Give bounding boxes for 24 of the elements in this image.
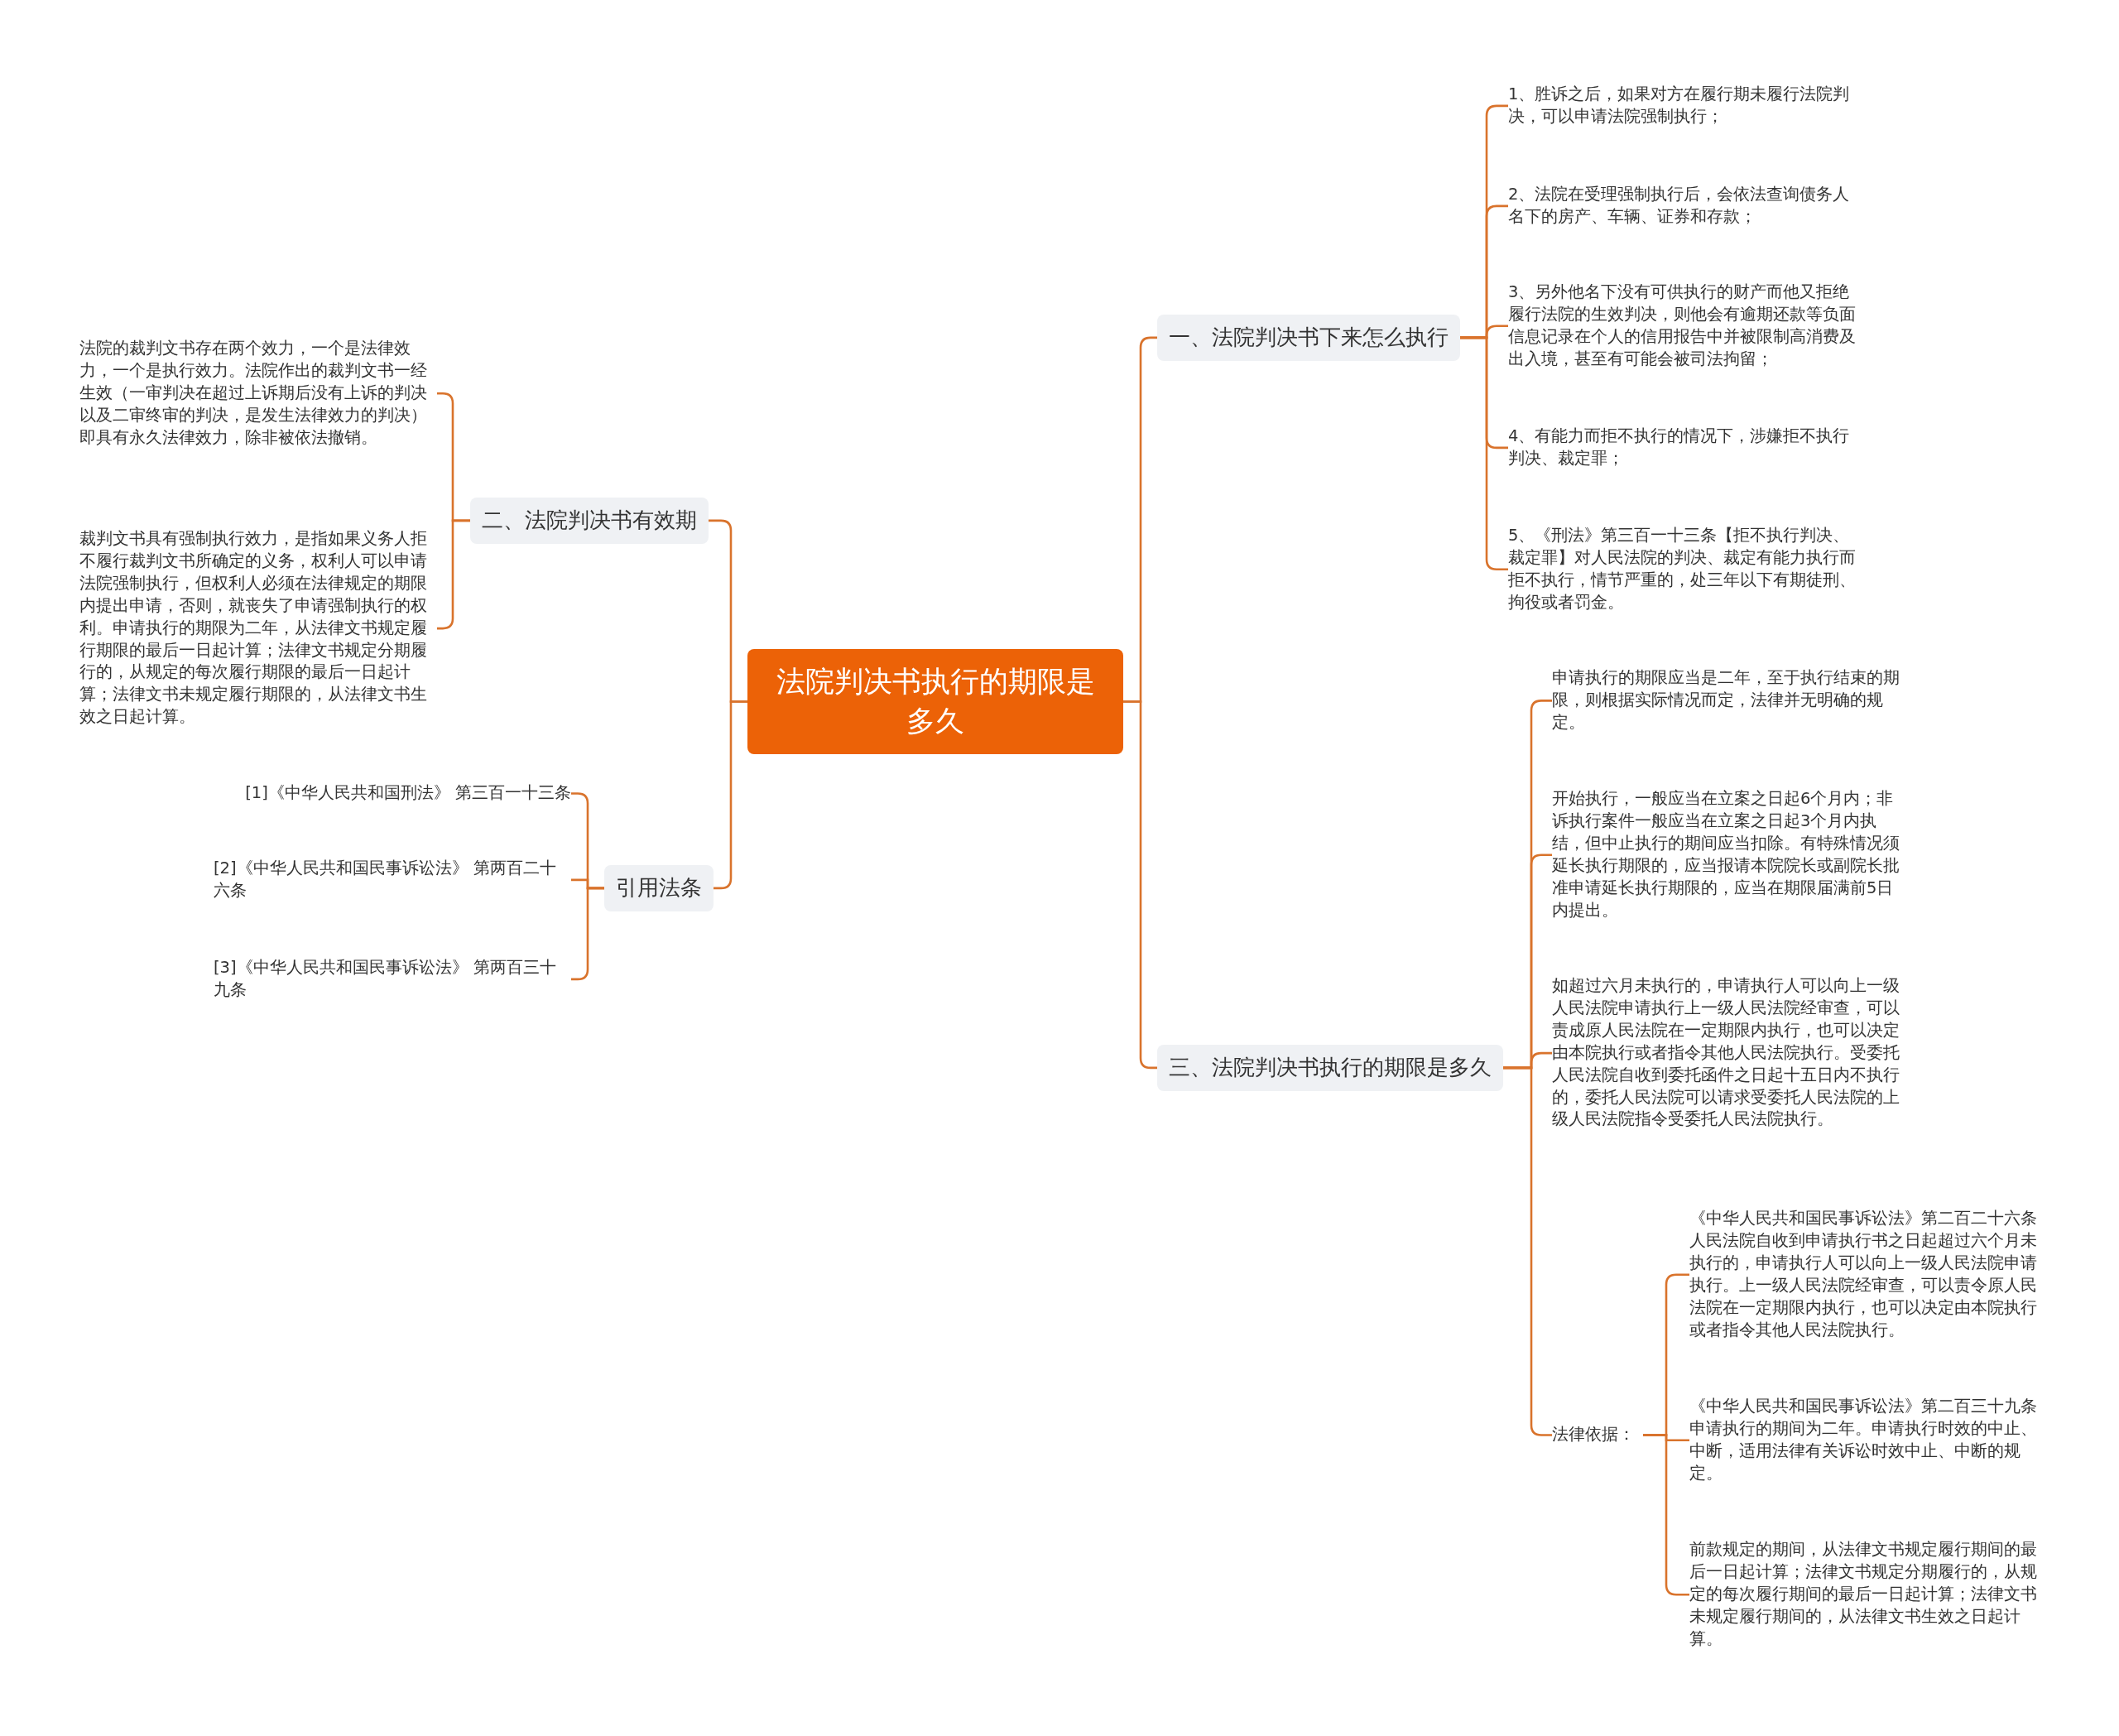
- leaf-text: [1]《中华人民共和国刑法》 第三百一十三条: [207, 782, 571, 805]
- leaf-text: 2、法院在受理强制执行后，会依法查询债务人名下的房产、车辆、证券和存款；: [1508, 184, 1860, 228]
- leaf-text: 申请执行的期限应当是二年，至于执行结束的期限，则根据实际情况而定，法律并无明确的规定。: [1552, 667, 1904, 734]
- leaf-text: 5、《刑法》第三百一十三条【拒不执行判决、裁定罪】对人民法院的判决、裁定有能力执行而拒不执行，情节严重的，处三年以下有期徒刑、拘役或者罚金。: [1508, 525, 1860, 614]
- central-topic: 法院判决书执行的期限是多久: [747, 649, 1123, 754]
- leaf-text: 法院的裁判文书存在两个效力，一个是法律效力，一个是执行效力。法院作出的裁判文书一经生效（一审判决在超过上诉期后没有上诉的判决以及二审终审的判决，是发生法律效力的判决）即具有永久法律效力，除非被依法撤销。: [79, 338, 437, 450]
- leaf-text: 前款规定的期间，从法律文书规定履行期间的最后一日起计算；法律文书规定分期履行的，从规定的每次履行期间的最后一日起计算；法律文书未规定履行期间的，从法律文书生效之日起计算。: [1689, 1539, 2041, 1651]
- leaf-text: 裁判文书具有强制执行效力，是指如果义务人拒不履行裁判文书所确定的义务，权利人可以申请法院强制执行，但权利人必须在法律规定的期限内提出申请，否则，就丧失了申请强制执行的权利。申请执行的期限为二年，从法律文书规定履行期限的最后一日起计算；法律文书规定分期履行的，从规定的每次履行期限的最后一日起计算；法律文书未规定履行期限的，从法律文书生效之日起计算。: [79, 528, 437, 729]
- leaf-text: [2]《中华人民共和国民事诉讼法》 第两百二十六条: [214, 858, 571, 902]
- leaf-text: 法律依据：: [1552, 1424, 1643, 1446]
- leaf-text: 如超过六月未执行的，申请执行人可以向上一级人民法院申请执行上一级人民法院经审查，可以责成原人民法院在一定期限内执行，也可以决定由本院执行或者指令其他人民法院执行。受委托人民法院自收到委托函件之日起十五日内不执行的，委托人民法院可以请求受委托人民法院的上级人民法院指令受委托人民法院执行。: [1552, 975, 1904, 1132]
- leaf-text: 《中华人民共和国民事诉讼法》第二百三十九条申请执行的期间为二年。申请执行时效的中止、中断，适用法律有关诉讼时效中止、中断的规定。: [1689, 1396, 2041, 1485]
- leaf-text: 开始执行，一般应当在立案之日起6个月内；非诉执行案件一般应当在立案之日起3个月内执结，但中止执行的期间应当扣除。有特殊情况须延长执行期限的，应当报请本院院长或副院长批准申请延长执行期限的，应当在期限届满前5日内提出。: [1552, 788, 1904, 922]
- branch-topic: 引用法条: [604, 865, 714, 911]
- connector-line: [1123, 700, 1157, 1070]
- connector-line: [714, 700, 747, 890]
- leaf-text: 4、有能力而拒不执行的情况下，涉嫌拒不执行判决、裁定罪；: [1508, 426, 1860, 470]
- leaf-text: [3]《中华人民共和国民事诉讼法》 第两百三十九条: [214, 957, 571, 1002]
- branch-topic: 二、法院判决书有效期: [470, 498, 709, 544]
- leaf-text: 1、胜诉之后，如果对方在履行期未履行法院判决，可以申请法院强制执行；: [1508, 84, 1860, 128]
- branch-topic: 三、法院判决书执行的期限是多久: [1157, 1045, 1503, 1091]
- branch-topic: 一、法院判决书下来怎么执行: [1157, 315, 1460, 361]
- leaf-text: 《中华人民共和国民事诉讼法》第二百二十六条人民法院自收到申请执行书之日起超过六个月未执行的，申请执行人可以向上一级人民法院申请执行。上一级人民法院经审查，可以责令原人民法院在一定期限内执行，也可以决定由本院执行或者指令其他人民法院执行。: [1689, 1208, 2041, 1342]
- leaf-text: 3、另外他名下没有可供执行的财产而他又拒绝履行法院的生效判决，则他会有逾期还款等负面信息记录在个人的信用报告中并被限制高消费及出入境，甚至有可能会被司法拘留；: [1508, 281, 1860, 371]
